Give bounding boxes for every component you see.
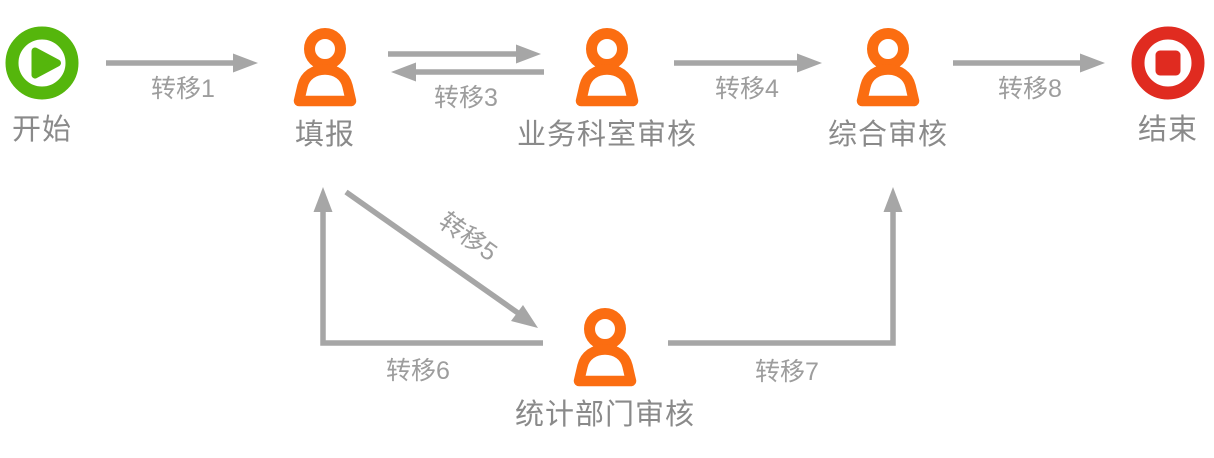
edge-t6-label: 转移6 bbox=[386, 357, 450, 385]
edge-t1-arrowhead bbox=[233, 53, 258, 73]
edge-t5-line bbox=[344, 189, 520, 316]
play-circle-icon bbox=[5, 26, 79, 100]
edge-t7-arrowhead bbox=[883, 187, 903, 212]
edge-t6-arrowhead bbox=[313, 187, 333, 212]
node-tianbao[interactable]: 填报 bbox=[175, 27, 475, 150]
person-icon bbox=[569, 27, 645, 107]
person-icon bbox=[287, 27, 363, 107]
node-end-label: 结束 bbox=[1137, 114, 1198, 146]
node-yewu-review[interactable]: 业务科室审核 bbox=[457, 27, 757, 150]
node-tongji-review[interactable]: 统计部门审核 bbox=[455, 307, 755, 430]
edge-t8-label: 转移8 bbox=[998, 75, 1062, 103]
node-yewu-review-label: 业务科室审核 bbox=[516, 119, 697, 151]
edge-t3-label: 转移3 bbox=[434, 84, 498, 112]
node-start[interactable]: 开始 bbox=[0, 26, 192, 145]
edge-t7-line bbox=[668, 211, 896, 346]
edge-t6-line bbox=[320, 211, 543, 346]
node-tongji-review-label: 统计部门审核 bbox=[514, 399, 695, 431]
person-icon bbox=[850, 27, 926, 107]
edge-t5-arrowhead bbox=[511, 305, 538, 328]
node-zonghe-review-label: 综合审核 bbox=[827, 119, 948, 151]
edge-t4-label: 转移4 bbox=[715, 75, 779, 103]
edge-t8-arrowhead bbox=[1080, 53, 1105, 73]
person-icon bbox=[567, 307, 643, 387]
edge-t4-arrowhead bbox=[797, 53, 822, 73]
edge-t1-label: 转移1 bbox=[151, 75, 215, 103]
node-start-label: 开始 bbox=[11, 114, 72, 146]
stop-circle-icon bbox=[1131, 26, 1205, 100]
edge-t7-label: 转移7 bbox=[755, 358, 819, 386]
node-end[interactable]: 结束 bbox=[1018, 26, 1214, 145]
node-zonghe-review[interactable]: 综合审核 bbox=[738, 27, 1038, 150]
edge-t3-arrowhead bbox=[391, 62, 416, 82]
node-tianbao-label: 填报 bbox=[294, 119, 355, 151]
edge-t2-arrowhead bbox=[516, 44, 541, 64]
